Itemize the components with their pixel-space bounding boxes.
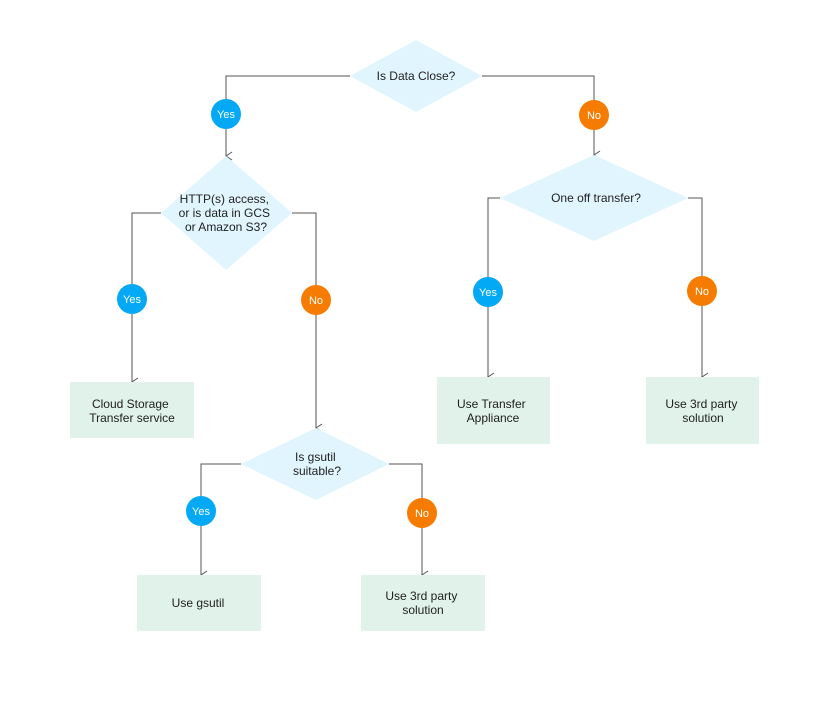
decision-gsutil-suitable: Is gsutil suitable? <box>241 428 389 500</box>
outcome-third-party-bottom: Use 3rd party solution <box>361 575 485 631</box>
badge-yes-http-circle <box>117 284 147 314</box>
decision-http-access: HTTP(s) access, or is data in GCS or Ama… <box>161 156 292 270</box>
badge-yes-gsutil-label: Yes <box>192 506 210 518</box>
outcome-use-gsutil-label: Use gsutil <box>172 596 225 610</box>
outcome-third-party-right-box <box>646 377 759 444</box>
badge-no-one-off-label: No <box>695 286 709 298</box>
badge-yes-http-label: Yes <box>123 294 141 306</box>
decision-one-off-label: One off transfer? <box>551 191 641 205</box>
badge-no-one-off-circle <box>687 276 717 306</box>
decision-data-close: Is Data Close? <box>350 40 482 112</box>
badge-no-http-label: No <box>309 295 323 307</box>
outcome-third-party-right: Use 3rd party solution <box>646 377 759 444</box>
connector-one-off-no <box>688 197 709 382</box>
badge-yes-data-close-circle <box>211 99 241 129</box>
connector-gsutil-yes <box>200 463 241 580</box>
badge-yes-one-off-label: Yes <box>479 287 497 299</box>
connector-gsutil-no <box>389 463 429 580</box>
badge-yes-one-off-circle <box>473 277 503 307</box>
badge-no-data-close-circle <box>579 100 609 130</box>
outcome-transfer-appliance: Use Transfer Appliance <box>437 377 550 444</box>
badge-yes-http: Yes <box>117 284 147 314</box>
connector-one-off-yes <box>487 197 500 382</box>
badge-no-http-circle <box>301 285 331 315</box>
outcome-transfer-appliance-label: Use Transfer Appliance <box>457 397 529 425</box>
connectors <box>131 75 709 580</box>
badge-no-http: No <box>301 285 331 315</box>
connector-http-yes <box>131 212 161 387</box>
decision-one-off-shape <box>500 155 688 241</box>
decision-one-off: One off transfer? <box>500 155 688 241</box>
outcome-third-party-right-label: Use 3rd party solution <box>665 397 740 425</box>
badge-no-data-close-label: No <box>587 110 601 122</box>
badge-no-gsutil-circle <box>407 498 437 528</box>
badge-yes-gsutil: Yes <box>186 496 216 526</box>
badge-no-data-close: No <box>579 100 609 130</box>
outcome-use-gsutil: Use gsutil <box>137 575 261 631</box>
badge-no-gsutil: No <box>407 498 437 528</box>
connector-http-no <box>292 212 323 433</box>
outcome-cloud-storage-transfer: Cloud Storage Transfer service <box>70 382 194 438</box>
outcome-cloud-storage-transfer-box <box>70 382 194 438</box>
badge-no-gsutil-label: No <box>415 508 429 520</box>
badge-yes-one-off: Yes <box>473 277 503 307</box>
decision-gsutil-suitable-shape <box>241 428 389 500</box>
connector-data-close-yes <box>225 75 350 161</box>
decision-data-close-label: Is Data Close? <box>377 69 456 83</box>
outcome-use-gsutil-box <box>137 575 261 631</box>
outcome-third-party-bottom-label: Use 3rd party solution <box>385 589 460 617</box>
badge-yes-data-close-label: Yes <box>217 109 235 121</box>
outcome-transfer-appliance-box <box>437 377 550 444</box>
decision-http-access-shape <box>161 156 292 270</box>
badge-no-one-off: No <box>687 276 717 306</box>
outcome-third-party-bottom-box <box>361 575 485 631</box>
decision-data-close-shape <box>350 40 482 112</box>
decision-http-access-label: HTTP(s) access, or is data in GCS or Ama… <box>179 192 274 234</box>
connector-data-close-no <box>482 75 601 160</box>
badge-yes-gsutil-circle <box>186 496 216 526</box>
decision-gsutil-suitable-label: Is gsutil suitable? <box>293 450 341 478</box>
outcome-cloud-storage-transfer-label: Cloud Storage Transfer service <box>89 397 175 425</box>
badge-yes-data-close: Yes <box>211 99 241 129</box>
